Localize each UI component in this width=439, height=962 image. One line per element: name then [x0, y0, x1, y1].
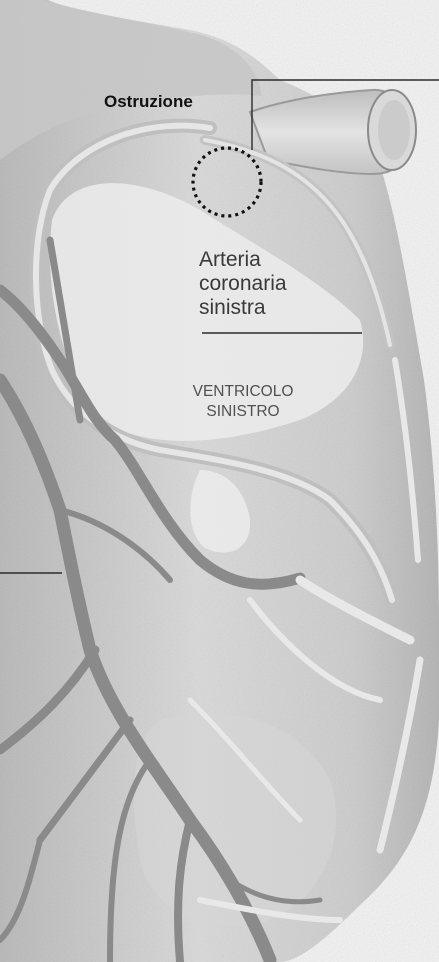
- left-coronary-artery-label: Arteria coronaria sinistra: [199, 248, 287, 320]
- obstruction-label: Ostruzione: [104, 92, 193, 112]
- ventricle-label-line1: VENTRICOLO: [168, 382, 318, 402]
- ventricle-label-line2: SINISTRO: [168, 402, 318, 422]
- left-ventricle-label: VENTRICOLO SINISTRO: [168, 382, 318, 422]
- artery-label-line2: coronaria: [199, 272, 287, 296]
- artery-label-line1: Arteria: [199, 248, 287, 272]
- artery-label-line3: sinistra: [199, 296, 287, 320]
